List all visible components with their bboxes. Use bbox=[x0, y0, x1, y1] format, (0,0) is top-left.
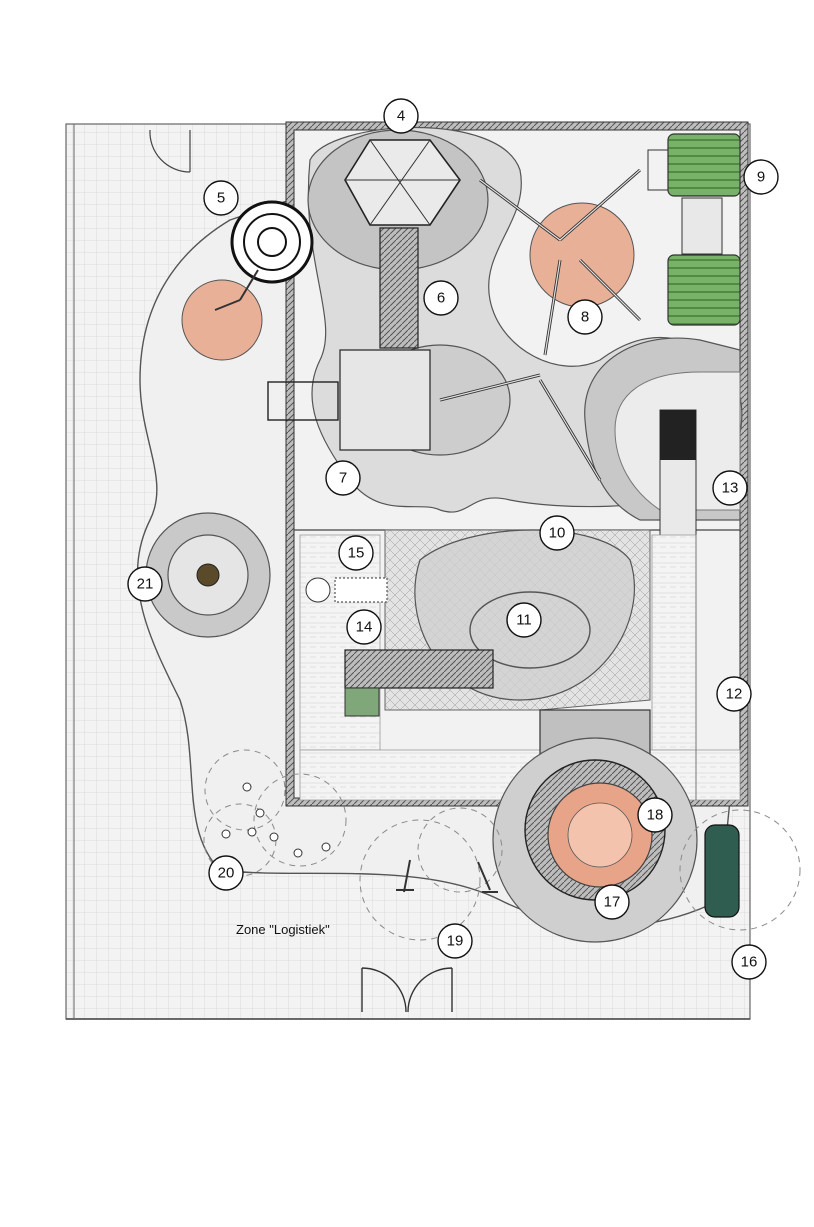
marker-13: 13 bbox=[712, 470, 748, 506]
dotted-bench bbox=[334, 577, 388, 603]
marker-9: 9 bbox=[743, 159, 779, 195]
door-top-left bbox=[149, 129, 191, 173]
svg-text:19: 19 bbox=[447, 933, 464, 950]
svg-text:8: 8 bbox=[581, 309, 589, 326]
orange-safety-zone-right bbox=[529, 202, 635, 308]
marker-6: 6 bbox=[423, 280, 459, 316]
small-tool-right bbox=[477, 861, 498, 893]
svg-text:5: 5 bbox=[217, 190, 225, 207]
svg-text:6: 6 bbox=[437, 290, 445, 307]
green-element-top bbox=[667, 133, 741, 197]
marker-7: 7 bbox=[325, 460, 361, 496]
svg-text:12: 12 bbox=[726, 686, 743, 703]
svg-text:13: 13 bbox=[722, 480, 739, 497]
deck-right bbox=[651, 534, 697, 751]
center-pole bbox=[196, 563, 220, 587]
platform-seven bbox=[339, 349, 431, 451]
svg-text:14: 14 bbox=[356, 619, 373, 636]
tower-ladder bbox=[379, 227, 419, 349]
marker-4: 4 bbox=[383, 98, 419, 134]
marker-10: 10 bbox=[539, 515, 575, 551]
marker-12: 12 bbox=[716, 676, 752, 712]
door-bottom bbox=[361, 967, 453, 1013]
svg-text:16: 16 bbox=[741, 954, 758, 971]
green-element-bottom bbox=[667, 254, 741, 326]
marker-18: 18 bbox=[637, 797, 673, 833]
svg-text:10: 10 bbox=[549, 525, 566, 542]
marker-21: 21 bbox=[127, 566, 163, 602]
zone-logistiek-label: Zone "Logistiek" bbox=[236, 922, 330, 937]
svg-text:15: 15 bbox=[348, 545, 365, 562]
svg-text:4: 4 bbox=[397, 108, 405, 125]
svg-text:21: 21 bbox=[137, 576, 154, 593]
marker-8: 8 bbox=[567, 299, 603, 335]
marker-17: 17 bbox=[594, 884, 630, 920]
marker-14: 14 bbox=[346, 609, 382, 645]
svg-text:20: 20 bbox=[218, 865, 235, 882]
marker-20: 20 bbox=[208, 855, 244, 891]
svg-text:11: 11 bbox=[516, 612, 532, 629]
marker-5: 5 bbox=[203, 180, 239, 216]
marker-15: 15 bbox=[338, 535, 374, 571]
svg-text:7: 7 bbox=[339, 470, 347, 487]
marker-11: 11 bbox=[506, 602, 542, 638]
crawl-tunnel bbox=[344, 649, 494, 689]
svg-text:17: 17 bbox=[604, 894, 621, 911]
green-cylinder bbox=[704, 824, 740, 918]
small-tool-left bbox=[396, 859, 414, 893]
orange-safety-zone-left bbox=[181, 279, 263, 361]
marker-16: 16 bbox=[731, 944, 767, 980]
svg-text:18: 18 bbox=[647, 807, 664, 824]
svg-text:9: 9 bbox=[757, 169, 765, 186]
marker-19: 19 bbox=[437, 923, 473, 959]
